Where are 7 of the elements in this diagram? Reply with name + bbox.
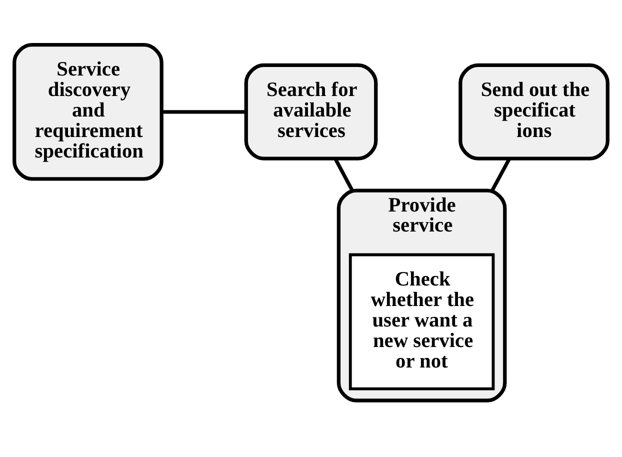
node-box: Search for available services — [244, 63, 378, 160]
node-box: Service discovery and requirement specification — [12, 43, 164, 181]
connector — [334, 158, 354, 192]
node-box: Send out the specificat ions — [458, 63, 610, 160]
connector — [162, 110, 246, 114]
connector — [490, 158, 511, 192]
node-box: Check whether the user want a new service or not — [348, 253, 495, 390]
